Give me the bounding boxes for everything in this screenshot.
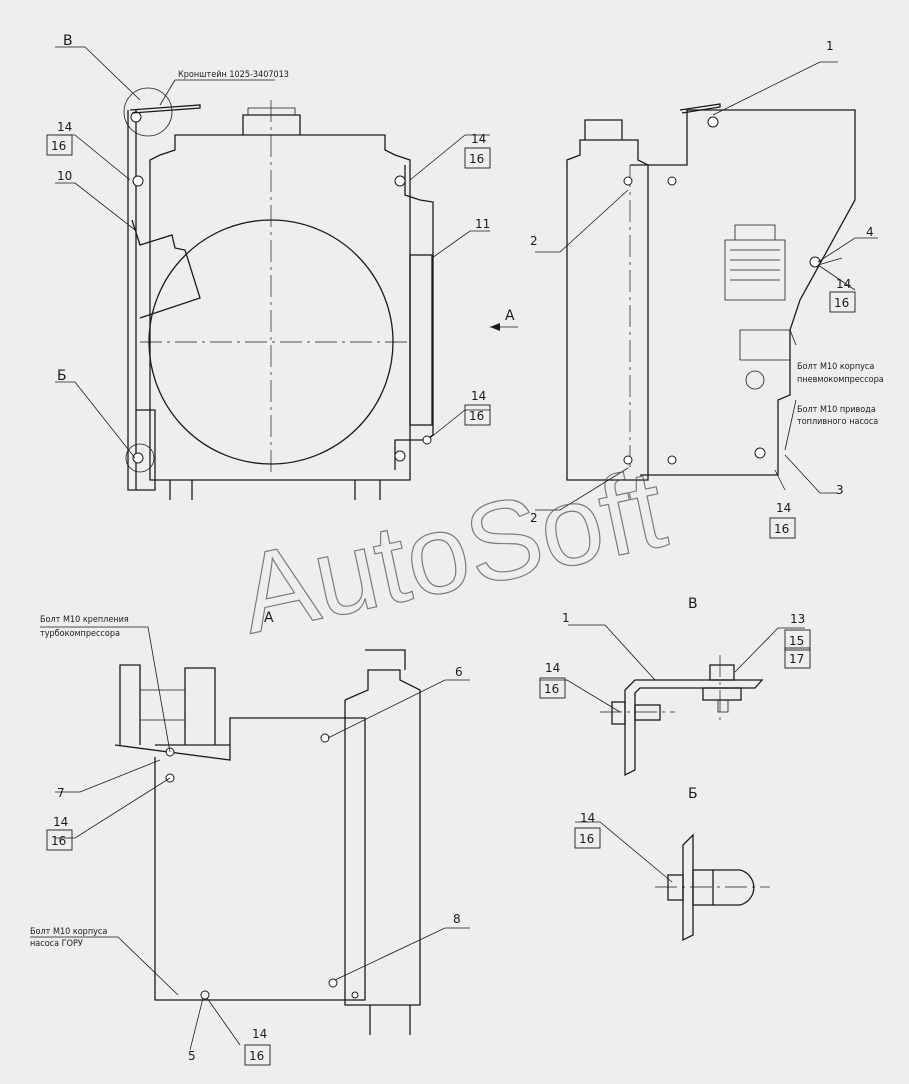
note-fuel-bolt-2: топливного насоса <box>797 417 878 427</box>
callout-15: 15 <box>789 634 804 648</box>
callout-16: 16 <box>469 409 484 423</box>
callout-14: 14 <box>471 389 486 403</box>
callout-16: 16 <box>249 1049 264 1063</box>
callout-14: 14 <box>57 120 72 134</box>
front-view-radiator <box>123 87 434 500</box>
callout-4: 4 <box>866 225 874 239</box>
callout-14: 14 <box>776 501 791 515</box>
callout-17: 17 <box>789 652 804 666</box>
callout-2: 2 <box>530 234 538 248</box>
callout-14: 14 <box>471 132 486 146</box>
view-a-drawing <box>114 649 421 1035</box>
note-compressor-bolt-2: пневмокомпрессора <box>797 375 884 385</box>
callout-6: 6 <box>455 665 463 679</box>
callout-16: 16 <box>51 139 66 153</box>
callout-8: 8 <box>453 912 461 926</box>
callout-10: 10 <box>57 169 72 183</box>
side-view-radiator <box>490 103 856 481</box>
callout-boxes <box>46 134 856 1066</box>
callout-16: 16 <box>544 682 559 696</box>
callout-16: 16 <box>834 296 849 310</box>
callout-2: 2 <box>530 511 538 525</box>
callout-11: 11 <box>475 217 490 231</box>
note-bracket: Кронштейн 1025-3407013 <box>178 70 289 80</box>
callout-14: 14 <box>836 277 851 291</box>
callout-14: 14 <box>252 1027 267 1041</box>
callout-1: 1 <box>562 611 570 625</box>
callout-13: 13 <box>790 612 805 626</box>
detail-v <box>600 655 764 777</box>
watermark-text: AutoSoft <box>229 445 675 657</box>
bolt-icon <box>623 116 821 465</box>
callout-5: 5 <box>188 1049 196 1063</box>
view-label-b: Б <box>57 368 67 384</box>
bolt-icon <box>130 111 432 464</box>
leader-lines <box>30 46 878 1051</box>
callout-3: 3 <box>836 483 844 497</box>
note-pump-bolt-2: насоса ГОРУ <box>30 939 83 949</box>
callout-16: 16 <box>774 522 789 536</box>
note-fuel-bolt-1: Болт М10 привода <box>797 405 876 415</box>
callout-16: 16 <box>469 152 484 166</box>
view-label-v-detail: В <box>688 596 698 612</box>
detail-b <box>655 833 770 942</box>
callout-14: 14 <box>580 811 595 825</box>
view-label-v: В <box>63 33 73 49</box>
bolt-icon <box>165 733 359 1000</box>
view-label-a: А <box>264 610 274 626</box>
view-arrow-label: А <box>505 308 515 324</box>
callout-16: 16 <box>579 832 594 846</box>
callout-16: 16 <box>51 834 66 848</box>
callout-14: 14 <box>53 815 68 829</box>
callout-7: 7 <box>57 786 65 800</box>
note-turbo-bolt-2: турбокомпрессора <box>40 628 120 639</box>
callout-numbers: 14 16 10 14 16 11 14 16 1 2 4 14 16 3 2 … <box>51 39 874 1063</box>
view-label-b-detail: Б <box>688 786 698 802</box>
callout-14: 14 <box>545 661 560 675</box>
note-pump-bolt-1: Болт М10 корпуса <box>30 927 107 937</box>
note-turbo-bolt-1: Болт М10 крепления <box>40 615 129 625</box>
callout-1: 1 <box>826 39 834 53</box>
note-compressor-bolt-1: Болт М10 корпуса <box>797 362 874 372</box>
